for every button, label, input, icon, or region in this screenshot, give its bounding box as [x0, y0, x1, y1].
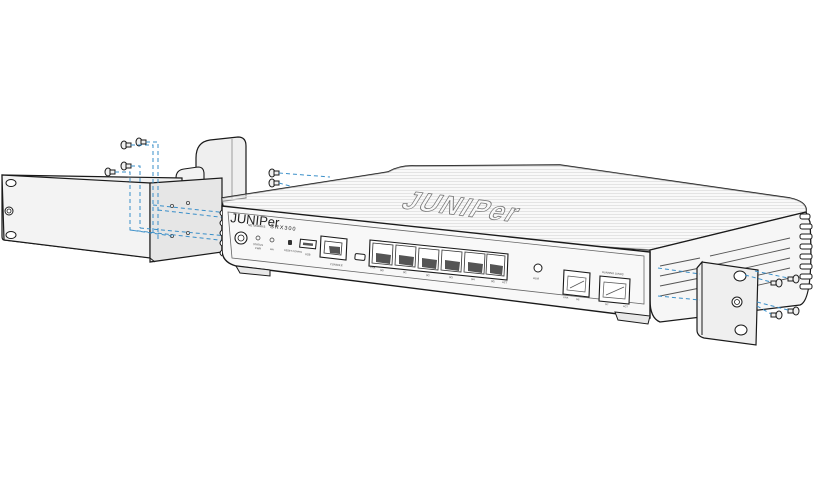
ear-hole-bottom: [5, 231, 17, 239]
ear-hole-top: [5, 179, 17, 187]
brand-sub: NETWORKS: [248, 223, 266, 229]
ethernet-port-0-0[interactable]: [371, 242, 394, 266]
ethernet-port-labels: 0/0 0/1 0/2 0/3 0/4 0/5 ACT: [380, 268, 508, 285]
sfp-port-0-6[interactable]: [562, 269, 591, 298]
reset-config-label: RESET CONFIG: [284, 249, 302, 254]
screw-icon: [770, 278, 783, 288]
usb-port[interactable]: [299, 238, 317, 250]
left-alignment-guides: [115, 141, 331, 242]
screw-icon: [268, 168, 280, 178]
sfp-port-0-7[interactable]: [598, 275, 631, 305]
screw-icon: [787, 274, 800, 284]
model-label: SRX300: [270, 224, 297, 233]
sfp-link-label: LINK: [563, 296, 569, 300]
ethernet-port-0-5[interactable]: [485, 253, 506, 277]
right-rack-bracket: [696, 260, 759, 346]
port-label: 0/0: [380, 268, 385, 272]
power-button[interactable]: [234, 231, 248, 245]
ethernet-port-0-2[interactable]: [417, 247, 440, 271]
port-label: 0/1: [403, 270, 408, 274]
port-label: 0/3: [449, 275, 454, 279]
ethernet-port-0-1[interactable]: [394, 244, 417, 268]
screw-icon: [268, 178, 280, 188]
power-label: PWR: [255, 246, 262, 251]
alarm-label: ALM: [533, 276, 540, 281]
console-label: CONSOLE: [330, 262, 343, 267]
console-port[interactable]: [319, 235, 348, 261]
port-label: 0/4: [471, 277, 476, 281]
sfp-act-label: ACT: [623, 305, 629, 309]
reset-config-button[interactable]: [288, 240, 292, 245]
chassis-foot-left: [235, 265, 271, 277]
screw-icon: [770, 310, 783, 320]
port-label: 0/2: [426, 273, 431, 277]
right-screws: [770, 274, 800, 320]
ethernet-port-0-4[interactable]: [463, 251, 486, 275]
ha-led: [269, 237, 275, 243]
ethernet-port-0-3[interactable]: [440, 249, 463, 273]
mini-usb-console-port[interactable]: [354, 253, 366, 261]
status-label: STATUS: [253, 242, 263, 247]
port-label: 0/5: [491, 279, 496, 283]
sfp-port-label: 0/6: [576, 298, 580, 301]
screw-icon: [787, 306, 800, 316]
ear-hole-middle: [731, 296, 743, 308]
ethernet-ports: [371, 242, 506, 277]
ha-label: HA: [270, 247, 274, 251]
ear-hole-top: [733, 270, 747, 282]
ear-hole-bottom: [734, 324, 748, 336]
srx300-chassis: JUNIPer JUNIPer NETWORKS SRX300 S: [219, 164, 813, 325]
screw-icon: [135, 137, 147, 147]
right-alignment-guides: [657, 267, 789, 315]
sfp-header-label: RUNNING JUNOS: [602, 270, 624, 276]
act-label: ACT: [502, 280, 508, 285]
usb-label: USB: [305, 252, 311, 257]
alarm-led: [533, 263, 543, 273]
sfp-port-label: 0/7: [605, 303, 609, 306]
brand-logo: JUNIPer: [230, 210, 281, 230]
left-rack-bracket: [1, 136, 247, 263]
screw-icon: [120, 161, 132, 171]
screw-icon: [104, 167, 116, 177]
chassis-foot-right: [614, 311, 651, 325]
status-led: [255, 235, 261, 241]
link-label: LINK: [370, 266, 376, 270]
ear-hole-middle: [4, 206, 14, 216]
screw-icon: [120, 140, 132, 150]
